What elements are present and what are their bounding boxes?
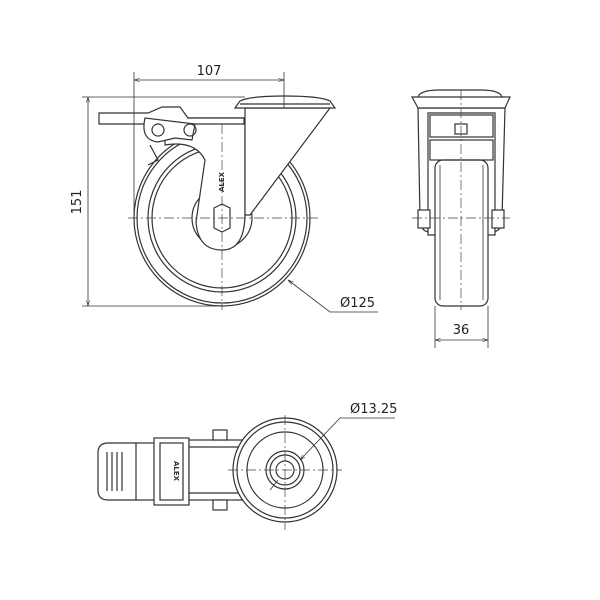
dimension-151-label: 151 (70, 190, 85, 215)
brake-lever (98, 106, 245, 166)
dimension-107: 107 (133, 64, 285, 218)
wheel-diameter-label: Ø125 (340, 296, 375, 311)
dimension-36-label: 36 (453, 323, 470, 338)
bottom-view: ALEX Ø13.25 (97, 402, 397, 530)
bore-diameter-label: Ø13.25 (350, 402, 397, 417)
front-fork (164, 107, 332, 251)
dimension-151: 151 (70, 96, 245, 307)
dimension-bore-diameter: Ø13.25 (269, 402, 397, 491)
dimension-36: 36 (434, 306, 489, 348)
front-view: ALEX 107 151 Ø125 (70, 64, 378, 313)
dimension-107-label: 107 (197, 64, 222, 79)
dimension-wheel-diameter: Ø125 (288, 280, 378, 313)
side-view: 36 (410, 89, 511, 348)
bottom-logo: ALEX (172, 461, 180, 482)
front-top-plate (233, 95, 337, 109)
